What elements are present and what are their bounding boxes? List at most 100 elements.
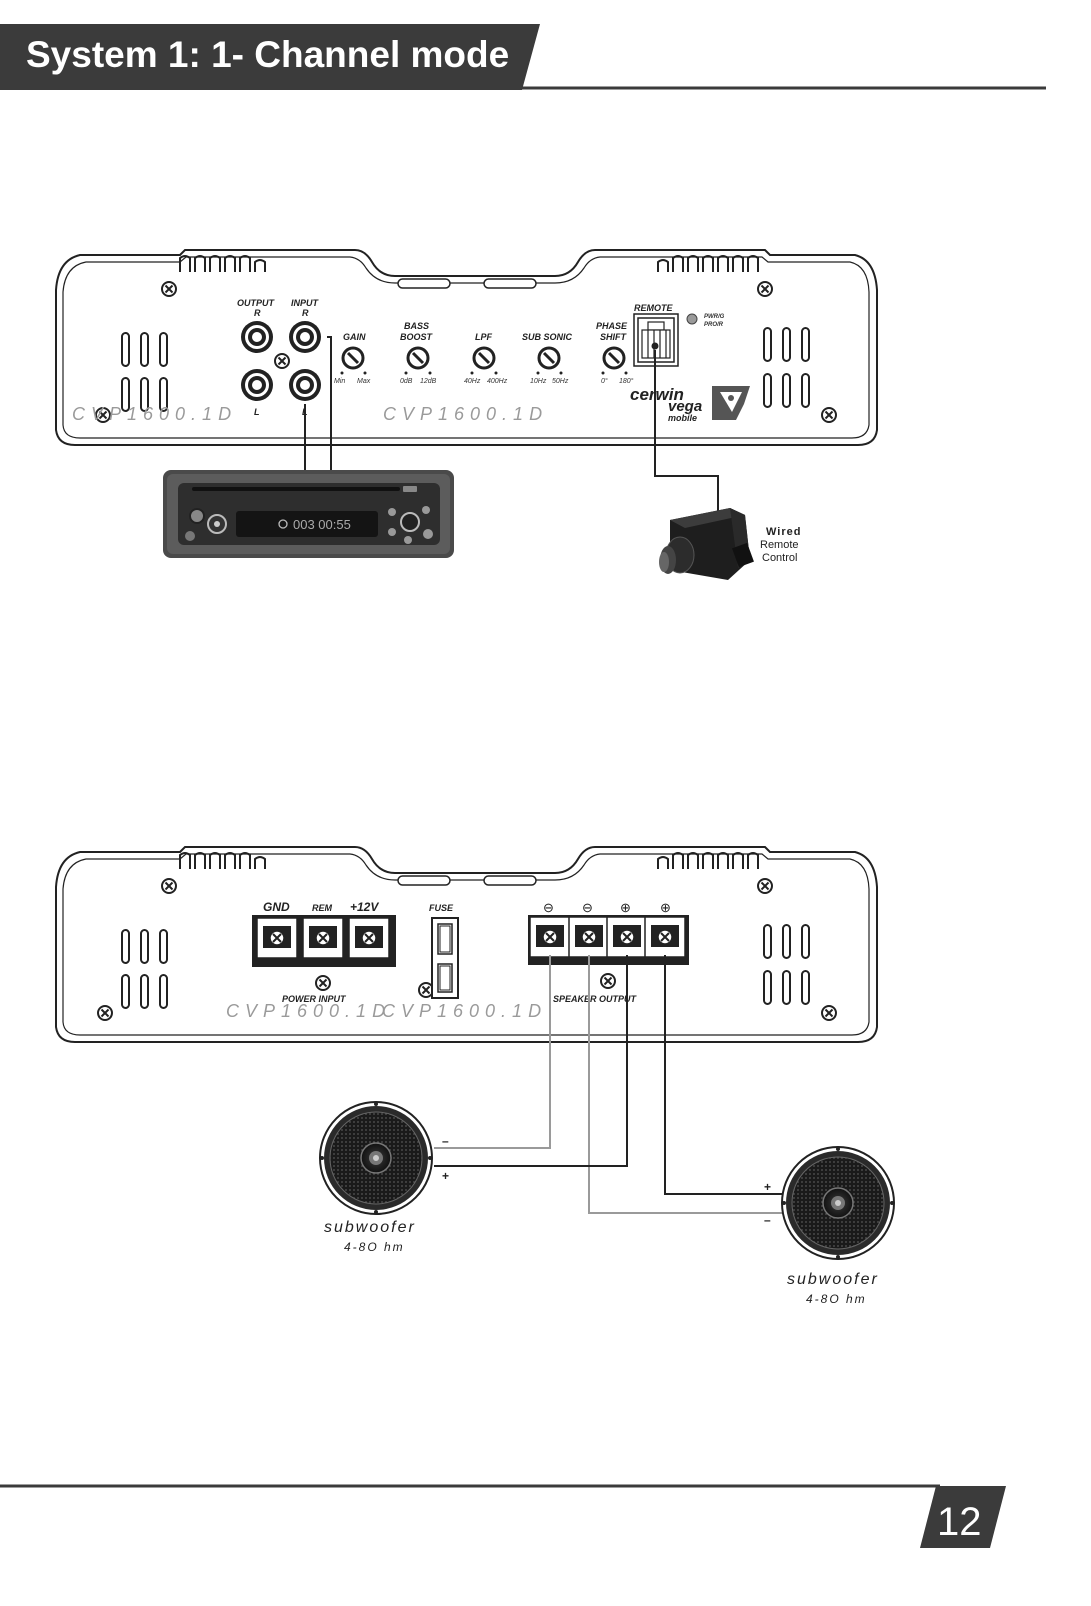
header-banner: System 1: 1- Channel mode — [0, 24, 1046, 90]
model-label-left: CVP1600.1D — [72, 404, 237, 424]
input-r-label: R — [302, 308, 309, 318]
page-title: System 1: 1- Channel mode — [26, 34, 509, 75]
vent-slot — [483, 875, 537, 886]
rem-label: REM — [312, 903, 333, 913]
v12-label: +12V — [350, 900, 379, 914]
subwoofer-left: – + subwoofer 4-8O hm — [319, 1101, 449, 1254]
eject-button[interactable] — [403, 486, 417, 492]
power-input-label: POWER INPUT — [282, 994, 347, 1004]
speaker-plus-label: + — [764, 1180, 771, 1194]
preset-button[interactable] — [388, 508, 396, 516]
heatsink-fins-left — [179, 852, 266, 869]
remote-caption-2: Remote — [760, 539, 799, 551]
preset-button[interactable] — [423, 529, 433, 539]
head-unit: 003 00:55 — [163, 470, 454, 558]
side-vents-left — [121, 929, 168, 1009]
rca-input-l-jack[interactable] — [289, 369, 321, 401]
remote-caption-3: Control — [762, 552, 797, 564]
screw-icon — [315, 975, 331, 991]
lcd-display — [236, 511, 378, 537]
speaker-output-label: SPEAKER OUTPUT — [553, 994, 638, 1004]
output-l-label: L — [254, 407, 260, 417]
remote-label: REMOTE — [634, 303, 673, 313]
phase-shift-max-label: 180° — [619, 377, 634, 385]
lpf-knob[interactable] — [472, 346, 496, 370]
lpf-label: LPF — [475, 332, 493, 342]
phase-shift-knob[interactable] — [602, 346, 626, 370]
svg-text:vega: vega — [668, 398, 702, 415]
sub-sonic-knob[interactable] — [537, 346, 561, 370]
speaker-impedance: 4-8O hm — [806, 1292, 867, 1306]
screw-icon — [821, 407, 837, 423]
rca-output-r-jack[interactable] — [241, 321, 273, 353]
rem-terminal[interactable] — [302, 917, 344, 959]
speaker-plus-terminal[interactable] — [606, 916, 648, 958]
sub-sonic-max-label: 50Hz — [552, 378, 569, 385]
wired-remote-control: Wired Remote Control — [659, 508, 801, 580]
power-button[interactable] — [189, 508, 205, 524]
speaker-name: subwoofer — [324, 1219, 416, 1236]
preset-button[interactable] — [422, 506, 430, 514]
preset-button[interactable] — [388, 528, 396, 536]
screw-icon — [757, 281, 773, 297]
heatsink-fins-right — [657, 852, 759, 869]
mode-button[interactable] — [185, 531, 195, 541]
gain-max-label: Max — [357, 378, 371, 385]
12v-terminal[interactable] — [348, 917, 390, 959]
gnd-label: GND — [263, 900, 290, 914]
fuse-holder[interactable] — [431, 917, 459, 999]
svg-text:mobile: mobile — [668, 413, 697, 423]
rca-output-l-jack[interactable] — [241, 369, 273, 401]
cerwin-vega-logo: cerwin vega mobile — [630, 385, 750, 423]
output-label: OUTPUT — [237, 298, 276, 308]
rca-input-r-jack[interactable] — [289, 321, 321, 353]
model-label-center: CVP1600.1D — [382, 1001, 547, 1021]
fuse-label: FUSE — [429, 903, 454, 913]
screw-icon — [97, 1005, 113, 1021]
heatsink-fins-left — [179, 255, 266, 272]
side-vents-right — [763, 327, 810, 408]
heatsink-fins-right — [657, 255, 759, 272]
speaker-plus-2-label: ⊕ — [660, 900, 671, 915]
speaker-name: subwoofer — [787, 1271, 879, 1288]
screw-icon — [418, 982, 434, 998]
screw-icon — [161, 878, 177, 894]
screw-icon — [274, 353, 290, 369]
bass-boost-min-label: 0dB — [400, 378, 413, 385]
rca-cables — [304, 336, 332, 472]
led-label-2: PRO/R — [704, 322, 724, 328]
model-label-center: CVP1600.1D — [383, 404, 548, 424]
model-label-left: CVP1600.1D — [226, 1001, 391, 1021]
preset-button[interactable] — [404, 536, 412, 544]
side-vents-right — [763, 924, 810, 1005]
gnd-terminal[interactable] — [256, 917, 298, 959]
speaker-minus-2-label: ⊖ — [582, 900, 593, 915]
sub-sonic-label: SUB SONIC — [522, 332, 573, 342]
bass-boost-knob[interactable] — [406, 346, 430, 370]
svg-text:cerwin: cerwin — [630, 385, 684, 404]
speaker-minus-terminal[interactable] — [568, 916, 610, 958]
speaker-minus-terminal[interactable] — [529, 916, 571, 958]
screw-icon — [600, 973, 616, 989]
screw-icon — [757, 878, 773, 894]
lpf-max-label: 400Hz — [487, 378, 508, 385]
cd-slot — [192, 487, 400, 491]
page-number: 12 — [937, 1500, 982, 1544]
nav-dial[interactable] — [400, 512, 420, 532]
led-label-1: PWR/G — [704, 314, 725, 320]
bass-boost-label-2: BOOST — [400, 332, 434, 342]
remote-caption-1: Wired — [766, 526, 801, 538]
speaker-plus-label: + — [442, 1169, 449, 1183]
speaker-plus-terminal[interactable] — [644, 916, 686, 958]
gain-min-label: Min — [334, 378, 345, 385]
display-text: 003 00:55 — [293, 517, 351, 532]
input-label: INPUT — [291, 298, 320, 308]
gain-knob[interactable] — [341, 346, 365, 370]
top-amplifier: OUTPUT INPUT R R L L GAIN Min Max BASS B… — [55, 249, 878, 446]
speaker-plus-1-label: ⊕ — [620, 900, 631, 915]
speaker-minus-1-label: ⊖ — [543, 900, 554, 915]
speaker-minus-label: – — [442, 1134, 449, 1148]
screw-icon — [161, 281, 177, 297]
